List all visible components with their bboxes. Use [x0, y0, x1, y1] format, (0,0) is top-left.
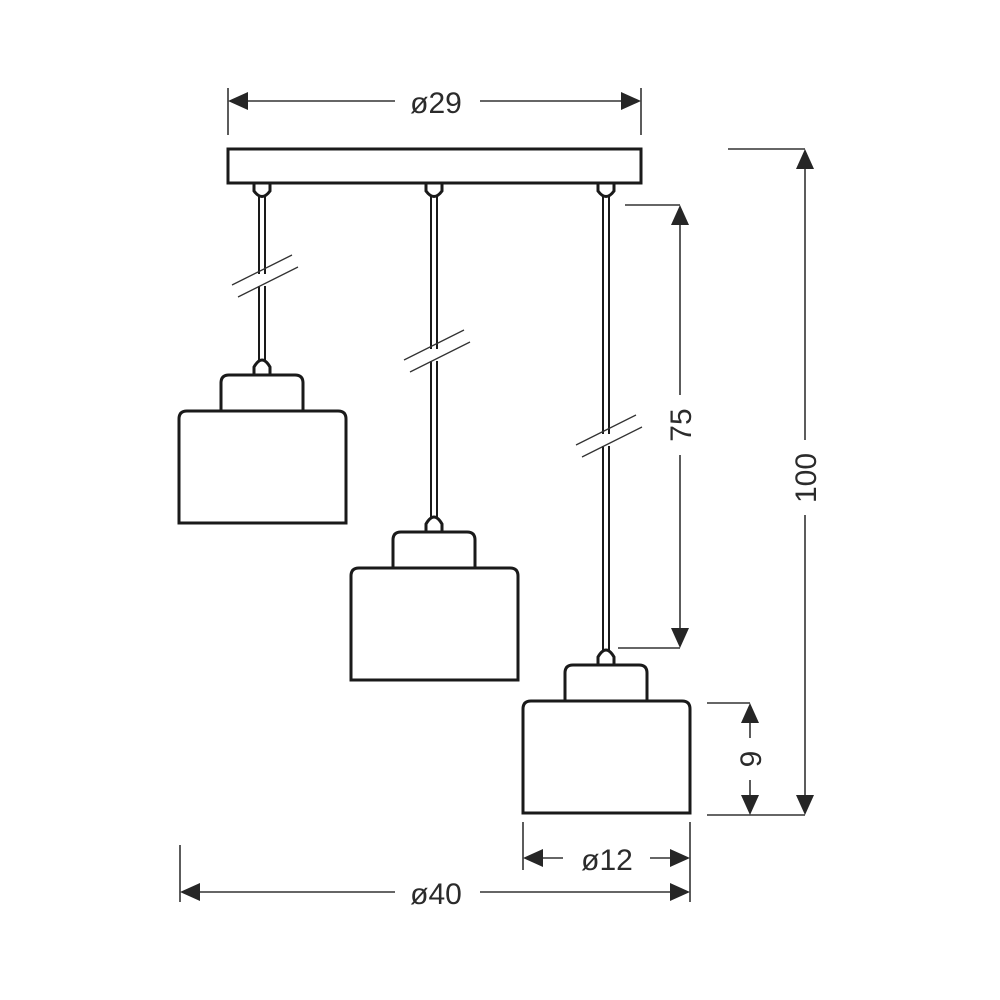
- break-line: [403, 329, 465, 361]
- cord-top-connector: [424, 181, 444, 198]
- lamp-socket-cap: [219, 373, 305, 413]
- pendant-lamp-1: [177, 181, 348, 525]
- break-line: [575, 414, 637, 446]
- cord-top-connector: [596, 181, 616, 198]
- shade-diameter-label: ø12: [581, 844, 633, 877]
- cord-bottom-connector: [424, 515, 444, 534]
- pendant-lamp-3: [521, 181, 692, 815]
- cord-top-connector: [252, 181, 272, 198]
- dimension-canopy-diameter: ø29: [227, 87, 642, 135]
- cord-length-label: 75: [665, 408, 698, 441]
- ceiling-canopy: [226, 147, 643, 185]
- lamp-shade: [177, 409, 348, 525]
- dimension-cord-length: 75: [618, 204, 698, 649]
- lamp-shade: [521, 699, 692, 815]
- shade-height-label: 9: [735, 751, 768, 768]
- canopy-diameter-label: ø29: [410, 87, 462, 120]
- dimension-shade-diameter: ø12: [522, 822, 691, 902]
- total-height-label: 100: [790, 453, 823, 503]
- lamp-socket-cap: [391, 530, 477, 570]
- lamp-socket-cap: [563, 663, 649, 703]
- break-line: [581, 426, 643, 458]
- total-diameter-label: ø40: [410, 878, 462, 911]
- cord-bottom-connector: [252, 358, 272, 377]
- dimension-shade-height: 9: [707, 702, 768, 815]
- pendant-lamp-2: [349, 181, 520, 682]
- break-line: [231, 254, 293, 286]
- break-line: [237, 266, 299, 298]
- dimension-total-diameter: ø40: [179, 845, 690, 911]
- lamp-shade: [349, 566, 520, 682]
- dimension-total-height: 100: [707, 148, 823, 816]
- break-line: [409, 341, 471, 373]
- cord: [602, 194, 610, 651]
- cord-bottom-connector: [596, 648, 616, 667]
